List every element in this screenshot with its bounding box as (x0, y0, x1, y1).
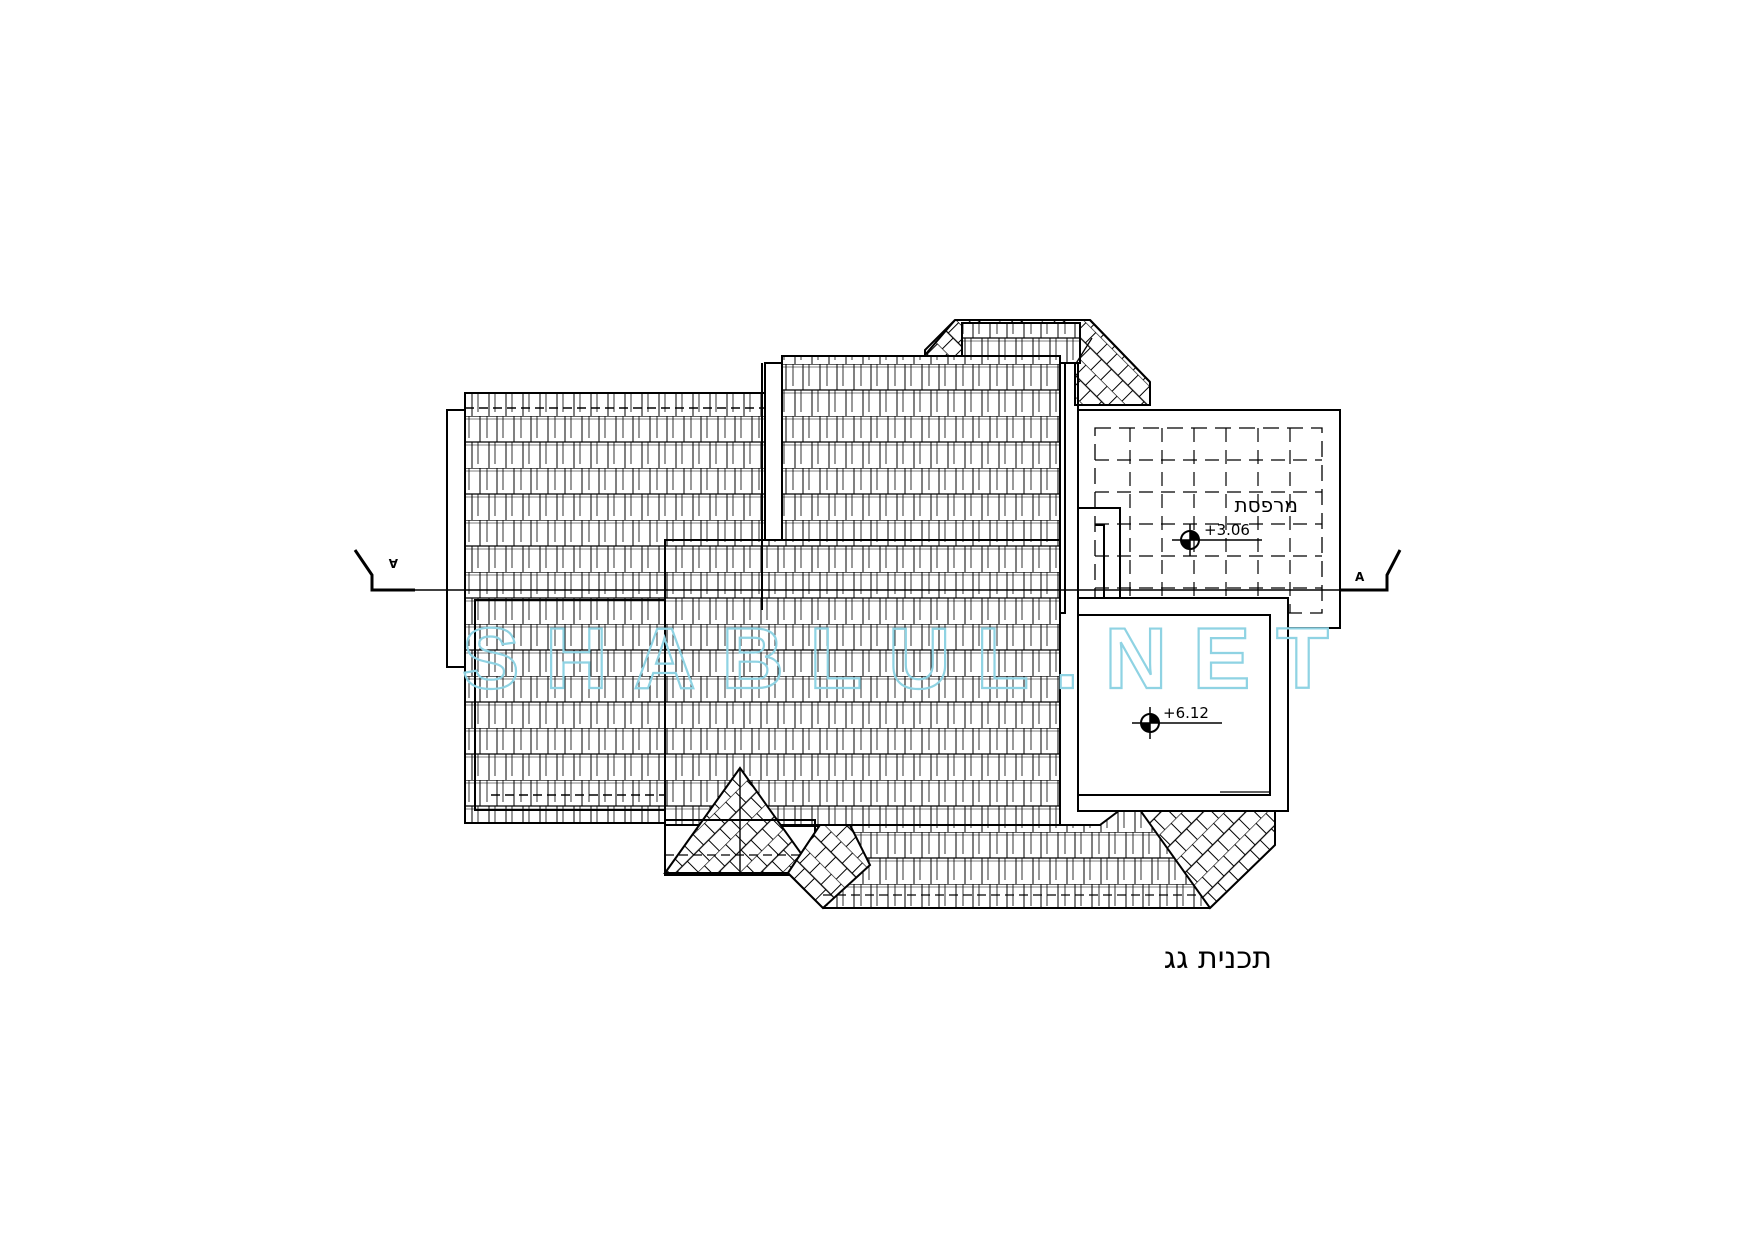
lower-flat-inner (1077, 614, 1271, 796)
bay-left-hip (786, 824, 872, 910)
watermark: SHABLUL.NET (462, 611, 1355, 707)
roof-level-label: +6.12 (1163, 704, 1209, 722)
roof-structure (446, 319, 1341, 910)
level-marker-roof (1132, 707, 1222, 739)
level-marker-balcony (1172, 524, 1262, 556)
balcony-grid (1095, 428, 1322, 613)
balcony-level-label: +3.06 (1204, 521, 1250, 539)
center-lower-tiles (664, 539, 1061, 826)
balcony-outer (1077, 409, 1341, 629)
section-line (353, 549, 1402, 592)
balcony-inner (1094, 427, 1323, 614)
drawing-title: תכנית גג (1164, 941, 1272, 976)
lower-flat-roof (1077, 597, 1289, 812)
balcony-label: מרפסת (1235, 493, 1299, 517)
section-mark-left: A (388, 556, 398, 570)
section-mark-right: A (1355, 570, 1365, 584)
